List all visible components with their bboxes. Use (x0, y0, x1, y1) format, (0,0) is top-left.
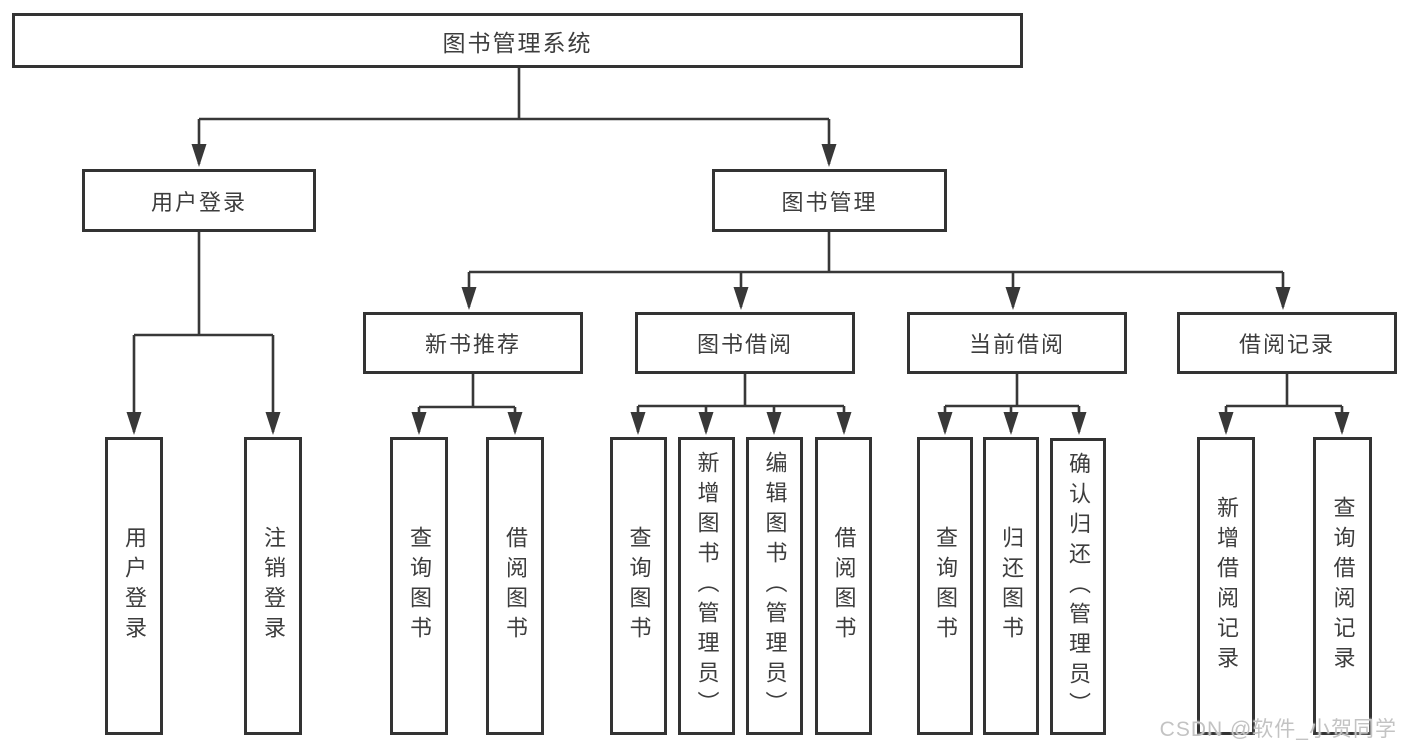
node-borrow-books-borrow-label: 借阅图书 (831, 526, 857, 646)
node-borrow-books-recommend-label: 借阅图书 (503, 526, 528, 646)
node-query-books-current-label: 查询图书 (933, 526, 958, 646)
node-user-login-leaf: 用户登录 (105, 437, 163, 735)
node-edit-books-admin: 编辑图书（管理员） (746, 437, 803, 735)
node-root-label: 图书管理系统 (442, 29, 593, 56)
node-new-book-recommend: 新书推荐 (363, 312, 583, 374)
node-query-books-recommend-label: 查询图书 (407, 526, 432, 646)
node-return-books: 归还图书 (983, 437, 1039, 735)
node-add-books-admin: 新增图书（管理员） (678, 437, 735, 735)
node-current-borrow-label: 当前借阅 (968, 332, 1065, 357)
node-book-management-label: 图书管理 (781, 189, 878, 215)
node-add-borrow-record-label: 新增借阅记录 (1214, 496, 1239, 676)
node-add-books-admin-label: 新增图书（管理员） (694, 451, 720, 721)
node-logout: 注销登录 (244, 437, 302, 735)
node-borrow-records: 借阅记录 (1177, 312, 1397, 374)
node-book-management: 图书管理 (712, 169, 947, 232)
node-user-login-label: 用户登录 (150, 189, 247, 215)
node-confirm-return-admin: 确认归还（管理员） (1050, 438, 1106, 735)
node-return-books-label: 归还图书 (999, 526, 1024, 646)
node-new-book-recommend-label: 新书推荐 (424, 332, 521, 357)
node-query-borrow-record: 查询借阅记录 (1313, 437, 1372, 735)
node-borrow-books-recommend: 借阅图书 (486, 437, 544, 735)
node-book-borrow: 图书借阅 (635, 312, 855, 374)
node-query-books-borrow-label: 查询图书 (626, 526, 652, 646)
node-borrow-records-label: 借阅记录 (1238, 332, 1335, 357)
node-query-books-current: 查询图书 (917, 437, 973, 735)
csdn-watermark: CSDN @软件_小贺同学 (1159, 718, 1397, 741)
node-confirm-return-admin-label: 确认归还（管理员） (1066, 451, 1091, 722)
node-query-borrow-record-label: 查询借阅记录 (1330, 496, 1356, 676)
node-current-borrow: 当前借阅 (907, 312, 1127, 374)
node-query-books-borrow: 查询图书 (610, 437, 667, 735)
node-borrow-books-borrow: 借阅图书 (815, 437, 872, 735)
node-add-borrow-record: 新增借阅记录 (1197, 437, 1255, 735)
node-user-login: 用户登录 (82, 169, 316, 232)
node-logout-label: 注销登录 (261, 526, 286, 646)
node-edit-books-admin-label: 编辑图书（管理员） (762, 451, 788, 721)
node-query-books-recommend: 查询图书 (390, 437, 448, 735)
node-root: 图书管理系统 (12, 13, 1023, 68)
node-user-login-leaf-label: 用户登录 (122, 526, 147, 646)
node-book-borrow-label: 图书借阅 (696, 332, 793, 357)
